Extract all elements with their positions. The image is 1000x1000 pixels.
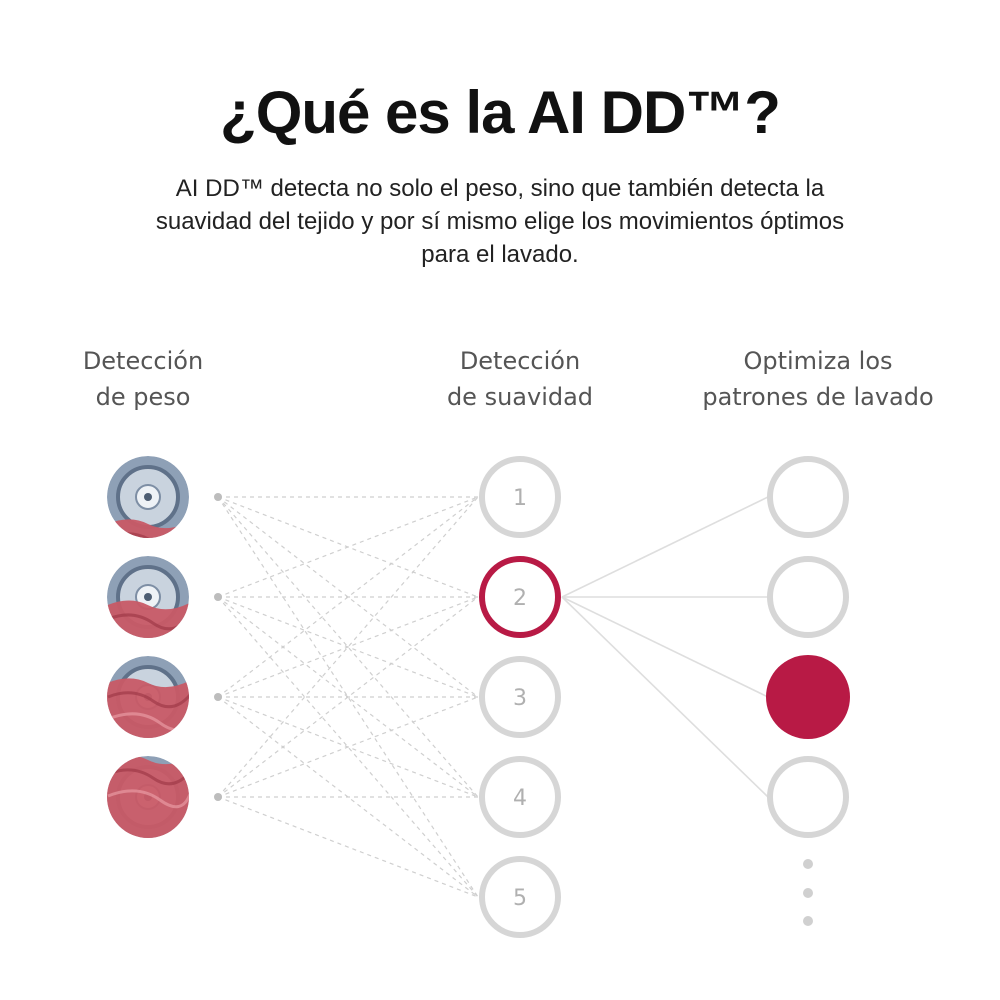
link-origin-dot — [214, 793, 222, 801]
pattern-node — [767, 756, 849, 838]
dashed-link — [217, 696, 479, 798]
softness-node — [479, 756, 561, 838]
column-label-weight: Detección de peso — [82, 347, 204, 411]
softness-node-label: 2 — [513, 586, 527, 611]
load-level-icon — [107, 456, 189, 538]
dashed-link — [217, 696, 479, 898]
softness-to-pattern-links — [561, 496, 769, 798]
softness-node — [479, 856, 561, 938]
link-origins — [214, 493, 222, 801]
softness-node-label: 5 — [513, 886, 527, 911]
softness-node — [479, 456, 561, 538]
softness-nodes: 1 2 3 4 5 — [479, 456, 561, 938]
dashed-link — [217, 496, 479, 798]
description-line: para el lavado. — [421, 241, 579, 268]
dashed-link — [217, 596, 479, 798]
softness-node-selected — [479, 556, 561, 638]
load-level-icon — [107, 556, 189, 638]
ellipsis-dot — [803, 859, 813, 869]
softness-node-label: 3 — [513, 686, 527, 711]
dashed-link — [217, 596, 479, 698]
dashed-link — [217, 596, 479, 798]
pattern-link — [561, 596, 769, 698]
dashed-link — [217, 796, 479, 898]
softness-node-label: 4 — [513, 786, 527, 811]
link-origin-dot — [214, 493, 222, 501]
link-origin-dot — [214, 593, 222, 601]
load-level-icons — [107, 456, 189, 838]
description: AI DD™ detecta no solo el peso, sino que… — [80, 172, 920, 271]
description-line: AI DD™ detecta no solo el peso, sino que… — [175, 175, 825, 202]
load-level-icon — [107, 656, 189, 738]
pattern-node — [767, 556, 849, 638]
pattern-link — [561, 596, 769, 798]
page-title: ¿Qué es la AI DD™? — [220, 79, 781, 146]
dashed-link — [217, 496, 479, 698]
load-level-icon — [107, 756, 189, 838]
pattern-node — [767, 456, 849, 538]
dashed-link — [217, 496, 479, 698]
link-origin-dot — [214, 693, 222, 701]
column-label-softness: Detección de suavidad — [446, 347, 594, 411]
column-label-patterns: Optimiza los patrones de lavado — [702, 347, 934, 411]
more-patterns-ellipsis — [803, 859, 813, 926]
description-line: suavidad del tejido y por sí mismo elige… — [155, 208, 845, 235]
dashed-link — [217, 596, 479, 898]
ellipsis-dot — [803, 888, 813, 898]
dashed-link — [217, 496, 479, 598]
softness-node — [479, 656, 561, 738]
weight-to-softness-links — [217, 496, 479, 898]
softness-node-label: 1 — [513, 486, 527, 511]
pattern-node-selected — [766, 655, 850, 739]
pattern-nodes — [766, 456, 850, 838]
dashed-link — [217, 496, 479, 798]
ellipsis-dot — [803, 916, 813, 926]
pattern-link — [561, 496, 769, 598]
